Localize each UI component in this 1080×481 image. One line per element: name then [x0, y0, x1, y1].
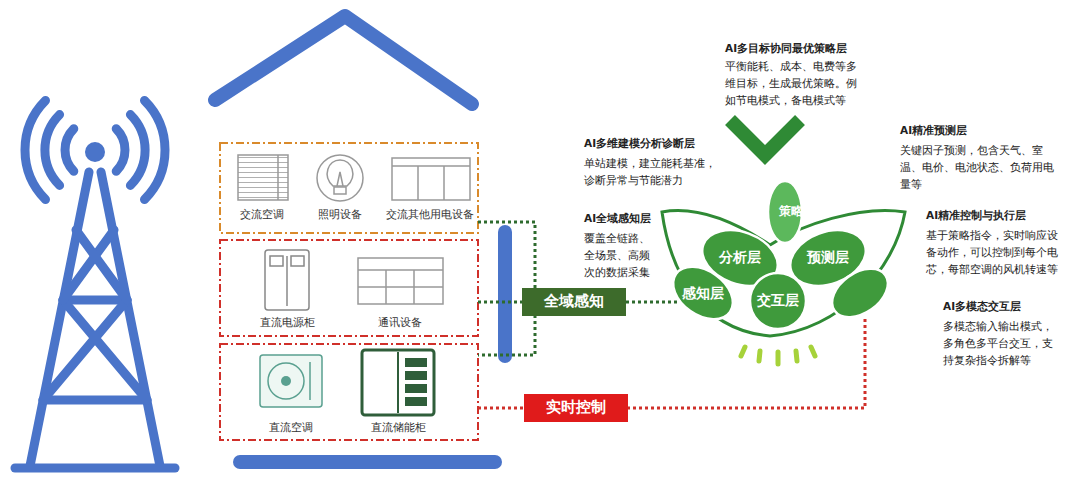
- node-text: 感知层: [682, 285, 724, 303]
- layer-heading: AI多维建模分析诊断层: [584, 135, 695, 152]
- node-text: 直流储能柜: [371, 421, 426, 435]
- device-label: 直流电源柜: [258, 315, 317, 331]
- node-text: 预测层: [807, 249, 849, 267]
- layer-note: 平衡能耗、成本、电费等多维目标，生成最优策略。例如节电模式，备电模式等: [725, 58, 857, 109]
- node-text: 直流空调: [269, 421, 313, 435]
- layer-note: 单站建模，建立能耗基准，诊断异常与节能潜力: [584, 155, 716, 189]
- device-label: 直流储能柜: [369, 420, 428, 436]
- device-icon: [392, 158, 470, 200]
- sensing-connector: [626, 301, 680, 304]
- label-text: AI精准控制与执行层: [926, 207, 1026, 224]
- dc-group-frame: [220, 344, 478, 440]
- node-text: 交流空调: [240, 208, 284, 222]
- layer-heading: AI精准预测层: [900, 122, 967, 139]
- node-text: 通讯设备: [378, 316, 422, 330]
- status-tag: 全域感知: [522, 288, 626, 316]
- ac-group-frame: [220, 143, 478, 233]
- node-text: 分析层: [719, 249, 761, 267]
- layer-note: 多模态输入输出模式，多角色多平台交互，支持复杂指令拆解等: [943, 318, 1053, 369]
- label-text: AI多维建模分析诊断层: [584, 135, 695, 152]
- storage-cabinet-icon: [362, 350, 434, 415]
- node-text: 交流其他用电设备: [386, 208, 474, 222]
- device-label: 照明设备: [316, 207, 364, 223]
- layer-segment: 分析层: [719, 249, 761, 267]
- label-text: 基于策略指令，实时响应设备动作，可以控制到每个电芯，每部空调的风机转速等: [926, 227, 1068, 278]
- house-outline: [215, 16, 505, 462]
- glow-dashes: [741, 347, 815, 364]
- layer-segment: 感知层: [682, 285, 724, 303]
- node-text: 实时控制: [536, 398, 616, 417]
- layer-heading: AI多模态交互层: [943, 298, 1021, 315]
- label-text: 平衡能耗、成本、电费等多维目标，生成最优策略。例如节电模式，备电模式等: [725, 58, 857, 109]
- layer-heading: AI精准控制与执行层: [926, 207, 1026, 224]
- antenna-dot: [85, 142, 105, 162]
- node-text: 全域感知: [534, 292, 614, 311]
- layer-heading: AI多目标协同最优策略层: [725, 40, 847, 57]
- node-text: 直流电源柜: [260, 316, 315, 330]
- label-text: AI全域感知层: [584, 210, 651, 227]
- leaf-segments: [663, 181, 897, 330]
- chevron: [730, 120, 800, 155]
- layer-segment: 交互层: [757, 292, 799, 310]
- device-label: 交流其他用电设备: [384, 207, 476, 223]
- node-text: 交互层: [757, 292, 799, 310]
- label-text: 覆盖全链路、全场景、高频次的数据采集: [584, 230, 652, 281]
- node-text: 照明设备: [318, 208, 362, 222]
- device-label: 交流空调: [238, 207, 286, 223]
- layer-note: 基于策略指令，实时响应设备动作，可以控制到每个电芯，每部空调的风机转速等: [926, 227, 1068, 278]
- dc-group-frame: [220, 240, 478, 336]
- ac-unit-icon: [238, 155, 288, 200]
- device-label: 直流空调: [267, 420, 315, 436]
- label-text: 多模态输入输出模式，多角色多平台交互，支持复杂指令拆解等: [943, 318, 1053, 369]
- label-text: AI多模态交互层: [943, 298, 1021, 315]
- bulb-icon: [317, 155, 363, 201]
- cabinet-icon: [265, 250, 309, 310]
- dc-ac-icon: [260, 355, 322, 407]
- layer-note: 覆盖全链路、全场景、高频次的数据采集: [584, 230, 652, 281]
- label-text: AI多目标协同最优策略层: [725, 40, 847, 57]
- layer-petal: 策略层: [779, 205, 791, 218]
- device-label: 通讯设备: [376, 315, 424, 331]
- label-text: 单站建模，建立能耗基准，诊断异常与节能潜力: [584, 155, 716, 189]
- label-text: AI精准预测层: [900, 122, 967, 139]
- layer-segment: 预测层: [807, 249, 849, 267]
- node-text: 策略层: [779, 205, 791, 218]
- status-tag: 实时控制: [524, 394, 628, 422]
- comm-equipment-icon: [358, 258, 443, 304]
- layer-note: 关键因子预测，包含天气、室温、电价、电池状态、负荷用电量等: [900, 142, 1062, 193]
- label-text: 关键因子预测，包含天气、室温、电价、电池状态、负荷用电量等: [900, 142, 1062, 193]
- layer-heading: AI全域感知层: [584, 210, 651, 227]
- tower-icon: [15, 101, 175, 469]
